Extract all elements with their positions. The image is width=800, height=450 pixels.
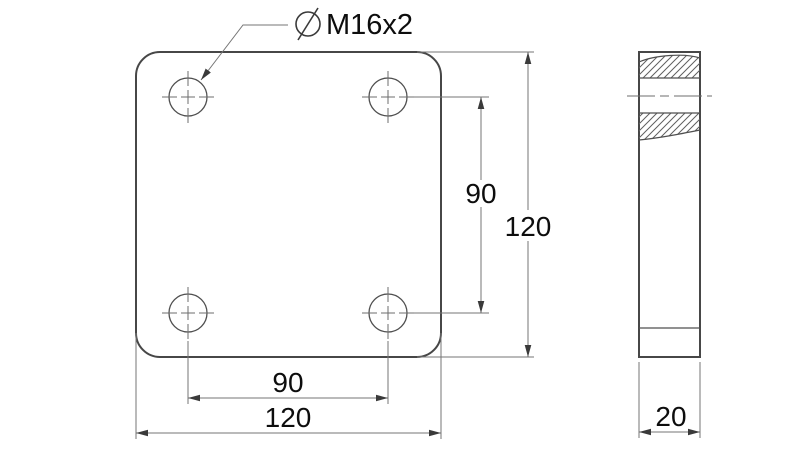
side-view: 20 bbox=[627, 51, 712, 438]
dim-text-plate-height: 120 bbox=[505, 211, 552, 242]
thickness-dimension: 20 bbox=[638, 362, 701, 438]
break-line-bottom bbox=[638, 129, 701, 141]
hole-center-marks bbox=[162, 71, 414, 339]
dim-text-plate-width: 120 bbox=[265, 402, 312, 433]
side-view-outline bbox=[638, 51, 701, 358]
leader-line bbox=[200, 24, 288, 81]
thread-size-label: M16x2 bbox=[326, 9, 413, 41]
front-view bbox=[135, 51, 442, 358]
horizontal-dimensions: 90 120 bbox=[135, 333, 442, 439]
diameter-symbol-icon bbox=[295, 7, 321, 41]
dim-text-hole-spacing-horizontal: 90 bbox=[272, 367, 303, 398]
vertical-dimensions: 90 120 bbox=[414, 51, 552, 358]
break-line-top bbox=[638, 54, 701, 63]
dim-text-hole-spacing-vertical: 90 bbox=[465, 178, 496, 209]
thread-callout: M16x2 bbox=[200, 7, 413, 81]
plate-outline bbox=[135, 51, 442, 358]
broken-out-section bbox=[627, 54, 712, 141]
dim-text-thickness: 20 bbox=[655, 401, 686, 432]
